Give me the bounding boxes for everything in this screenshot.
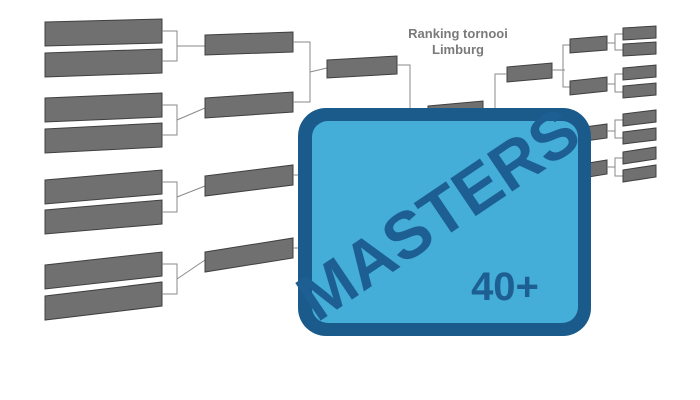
badge-fill	[312, 121, 578, 323]
bracket-left-round-2	[204, 31, 294, 273]
bracket-slot	[44, 169, 163, 205]
title-line-2: Limburg	[432, 42, 484, 57]
bracket-left-round-3	[326, 55, 411, 110]
bracket-slot	[204, 31, 294, 56]
title-line-1: Ranking tornooi	[408, 26, 508, 41]
bracket-slot	[622, 41, 657, 57]
bracket-slot	[44, 281, 163, 321]
bracket-left-round-1	[44, 18, 163, 321]
bracket-right-connectors-1	[607, 33, 623, 177]
masters-badge: MASTERS 40+	[283, 93, 592, 336]
bracket-slot	[44, 199, 163, 235]
bracket-slot	[622, 82, 657, 99]
bracket-slot	[44, 251, 163, 290]
bracket-slot	[44, 92, 163, 123]
bracket-right-round-3	[494, 62, 553, 110]
bracket-slot	[569, 35, 608, 54]
bracket-slot	[506, 62, 553, 83]
bracket-right-round-1	[622, 25, 657, 183]
bracket-slot	[622, 25, 657, 41]
badge-age-label: 40+	[471, 265, 539, 309]
bracket-slot	[622, 64, 657, 81]
bracket-slot	[622, 127, 657, 145]
bracket-slot	[622, 164, 657, 183]
bracket-slot	[44, 122, 163, 154]
bracket-slot	[622, 146, 657, 165]
bracket-slot	[204, 164, 294, 197]
bracket-slot	[204, 237, 294, 273]
bracket-slot	[204, 91, 294, 119]
bracket-slot	[569, 76, 608, 96]
bracket-slot	[44, 18, 163, 47]
bracket-slot	[44, 48, 163, 78]
bracket-slot	[326, 55, 398, 79]
bracket-left-connectors-1	[162, 30, 206, 295]
bracket-slot	[622, 109, 657, 127]
